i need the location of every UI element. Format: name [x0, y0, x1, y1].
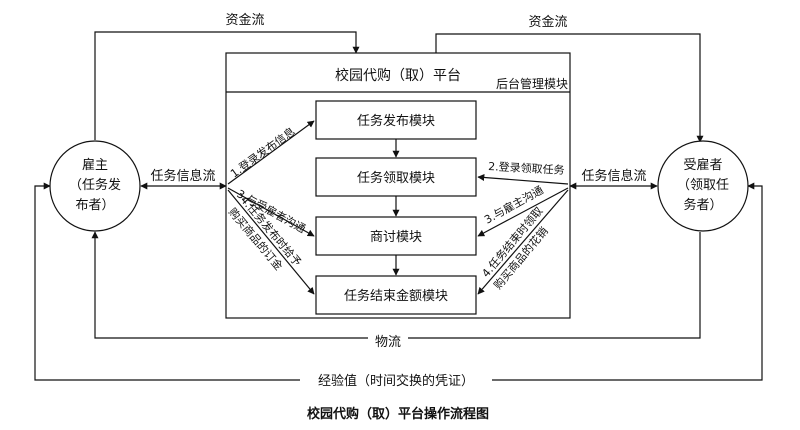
employee-label-line2: （领取任	[677, 178, 729, 193]
right-arrow-negotiate	[477, 187, 569, 237]
task-publish-module-label: 任务发布模块	[357, 113, 435, 129]
task-receive-module-label: 任务领取模块	[357, 170, 435, 186]
employee-label-line3: 务者）	[683, 197, 722, 213]
logistics-label-bg	[368, 332, 408, 348]
logistics-flow-label: 物流	[375, 335, 401, 350]
figure-caption: 校园代购（取）平台操作流程图	[307, 406, 489, 422]
left-arrow-settle	[227, 189, 315, 295]
employer-node	[49, 140, 141, 232]
experience-flow-label: 经验值（时间交换的凭证）	[318, 373, 474, 389]
money-flow-right-label: 资金流	[528, 14, 567, 30]
experience-label-bg	[300, 372, 492, 390]
right-step-1: 2.登录领取任务	[488, 159, 565, 177]
backend-management-label: 后台管理模块	[496, 76, 568, 91]
employer-label-line1: 雇主	[82, 157, 108, 173]
money-flow-left-label: 资金流	[225, 12, 264, 28]
left-arrow-negotiate	[227, 187, 315, 237]
money-flow-left-line	[94, 31, 360, 140]
task-receive-module-box	[315, 157, 477, 197]
right-arrow-settle	[477, 189, 569, 295]
task-publish-module-box	[315, 100, 477, 140]
negotiation-module-box	[315, 216, 477, 256]
task-settlement-module-label: 任务结束金额模块	[344, 288, 448, 304]
money-flow-right-line	[435, 33, 704, 143]
platform-title: 校园代购（取）平台	[335, 67, 461, 84]
employee-node	[657, 140, 749, 232]
employee-label-line1: 受雇者	[683, 157, 722, 173]
task-settlement-module-box	[315, 275, 477, 315]
negotiation-module-label: 商讨模块	[370, 230, 422, 245]
info-flow-right-label: 任务信息流	[581, 168, 646, 184]
left-arrow-publish	[227, 120, 315, 185]
right-arrow-receive	[477, 173, 569, 185]
employer-label-line2: （任务发	[69, 177, 121, 193]
info-flow-left-label: 任务信息流	[150, 168, 215, 184]
employer-label-line3: 布者）	[75, 198, 114, 213]
